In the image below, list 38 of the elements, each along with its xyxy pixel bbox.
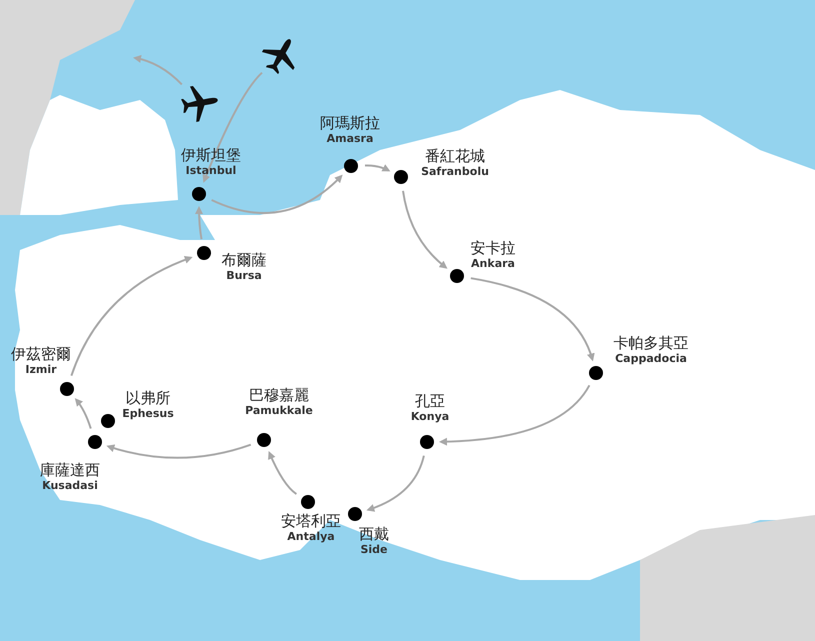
route-arrow [402,190,448,269]
city-name-latin: Amasra [326,132,374,145]
city-name-latin: Antalya [287,530,335,543]
city-name: 西戴 [359,526,389,543]
city-name: 庫薩達西 [40,462,100,479]
city-name-latin: Istanbul [186,164,236,177]
city-name: 伊斯坦堡 [181,147,241,164]
city-name-latin: Ankara [471,257,515,270]
route-arrow [74,398,92,429]
route-arrow [366,455,425,512]
city-name-latin: Izmir [25,363,57,376]
city-name: 伊茲密爾 [11,346,71,363]
route-arrow [364,164,390,172]
route-arrow [195,206,204,240]
city-name-latin: Bursa [226,269,262,282]
city-name-latin: Safranbolu [421,165,489,178]
city-name-latin: Kusadasi [42,479,98,492]
city-name: 安塔利亞 [281,513,341,530]
city-name-latin: Side [360,543,388,556]
city-name-latin: Cappadocia [615,352,687,365]
city-name: 布爾薩 [222,252,266,269]
city-name-latin: Pamukkale [245,404,313,417]
route-arrow [202,72,263,183]
route-arrow [268,451,297,495]
route-arrow [470,277,594,362]
route-arrow [70,256,193,376]
city-name: 孔亞 [415,393,445,410]
route-arrow [211,174,343,214]
city-name-latin: Ephesus [122,407,174,420]
city-name: 卡帕多其亞 [614,335,688,352]
city-name: 安卡拉 [470,240,516,257]
city-name: 番紅花城 [425,148,485,165]
route-arrow [106,444,252,459]
city-name-latin: Konya [410,410,450,423]
city-name: 巴穆嘉麗 [249,387,309,404]
city-name: 阿瑪斯拉 [320,115,380,132]
city-name: 以弗所 [126,390,170,407]
route-arrow [439,384,590,446]
